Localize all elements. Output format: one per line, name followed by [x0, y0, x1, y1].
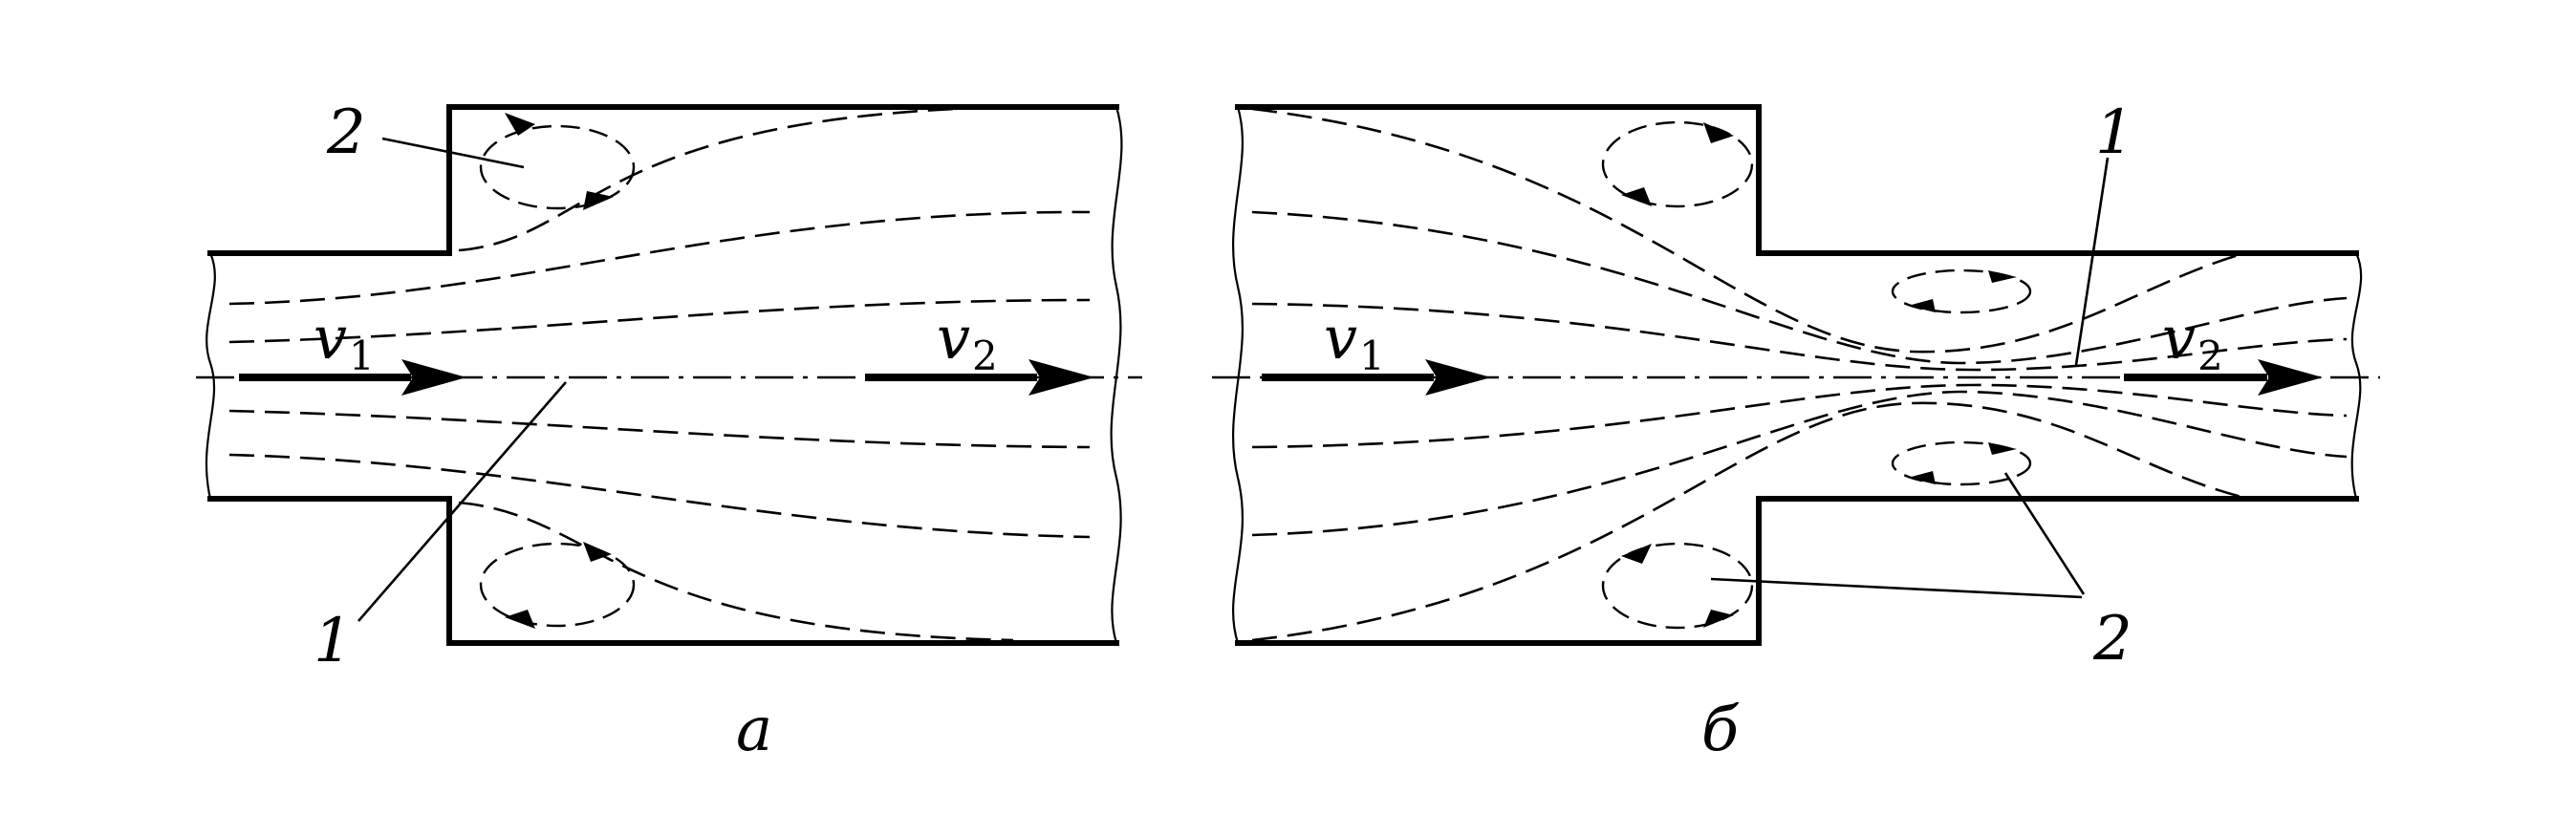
panel-b-streamline-1 [1251, 107, 2242, 354]
panel-a-streamline-3 [228, 298, 1091, 344]
panel-a-vortex-lower [479, 542, 636, 629]
panel-b-sudden-contraction: v1 v2 1 2 б [1212, 97, 2380, 765]
panel-a-streamline-2 [228, 210, 1091, 306]
panel-b-v1-label: v1 [1324, 303, 1385, 379]
panel-a-lower-wall [207, 496, 1119, 646]
panel-b-label-1: 1 [2095, 97, 2134, 168]
panel-b-vortex-upper-narrow [1891, 268, 2032, 314]
panel-a-streamline-4 [228, 409, 1091, 449]
panel-a-arrow-v1 [239, 359, 466, 396]
panel-a-outlet-cut [1110, 106, 1123, 644]
panel-b-vortex-upper-corner [1601, 120, 1754, 208]
panel-a-label-1: 1 [314, 606, 353, 676]
panel-b-streamline-5 [1251, 390, 2348, 537]
panel-a-caption: а [736, 695, 772, 765]
panel-b-vortex-lower-corner [1601, 542, 1754, 630]
panel-b-arrow-v2 [2124, 359, 2323, 396]
panel-b-streamline-4 [1251, 383, 2348, 449]
panel-a-sudden-expansion: v1 v2 2 1 а [196, 97, 1142, 765]
panel-a-v2-label: v2 [937, 303, 998, 379]
panel-b-v2-label: v2 [2162, 303, 2223, 379]
panel-a-vortex-upper [479, 113, 636, 210]
panel-b-leader-1 [2074, 157, 2110, 366]
panel-b-vortex-lower-narrow [1891, 440, 2032, 486]
panel-a-leader-1 [357, 381, 567, 622]
panel-b-arrow-v1 [1262, 359, 1491, 396]
panel-a-arrow-v2 [865, 359, 1094, 396]
panel-b-caption: б [1701, 695, 1740, 765]
panel-b-inlet-cut [1231, 106, 1245, 644]
panel-a-upper-wall [207, 104, 1119, 256]
panel-b-streamline-2 [1251, 210, 2348, 365]
panel-a-streamline-1 [458, 105, 1014, 252]
panel-b-label-2: 2 [2092, 604, 2132, 675]
panel-b-outlet-cut [2350, 252, 2363, 500]
panel-a-inlet-cut [205, 252, 216, 500]
panel-b-leader-2b [2003, 472, 2086, 595]
panel-a-streamline-5 [228, 453, 1091, 539]
panel-a-streamline-6 [458, 501, 1014, 642]
panel-b-lower-wall [1235, 496, 2359, 646]
panel-b-streamline-3 [1251, 302, 2348, 372]
panel-b-leader-2a [1710, 577, 2083, 599]
panel-a-label-2: 2 [326, 97, 366, 168]
panel-b-streamline-6 [1251, 401, 2242, 642]
panel-b-upper-wall [1235, 104, 2359, 256]
panel-a-leader-2 [381, 137, 525, 169]
panel-a-v1-label: v1 [314, 303, 375, 379]
